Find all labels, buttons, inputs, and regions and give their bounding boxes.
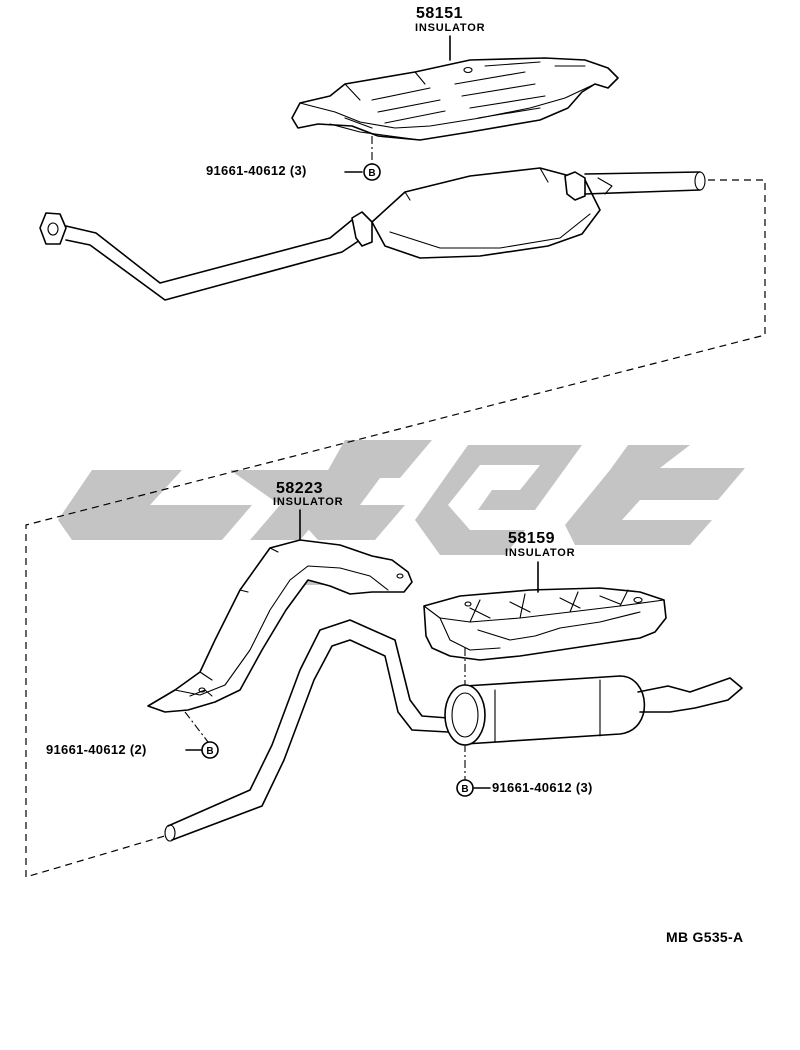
part-number-58159: 58159 bbox=[508, 530, 555, 547]
svg-text:B: B bbox=[368, 168, 375, 179]
insulator-58223-drawing bbox=[147, 539, 413, 713]
front-pipe-drawing bbox=[39, 167, 706, 301]
connection-dashed-line bbox=[25, 179, 766, 878]
watermark-shape-1 bbox=[58, 470, 252, 540]
bolt-part-number: 91661-40612 bbox=[46, 742, 126, 757]
part-number-58151: 58151 bbox=[416, 5, 463, 22]
bolt-quantity: (3) bbox=[575, 780, 593, 795]
tail-pipe-drawing bbox=[164, 619, 743, 842]
svg-text:B: B bbox=[206, 746, 213, 757]
bolt-symbol-3: B bbox=[456, 779, 491, 797]
bolt-label-1: 91661-40612 (3) bbox=[206, 164, 307, 177]
insulator-58159-drawing bbox=[423, 587, 667, 661]
insulator-58151-drawing bbox=[291, 57, 619, 141]
bolt-quantity: (2) bbox=[129, 742, 147, 757]
watermark-shape-6 bbox=[565, 445, 745, 545]
diagram-reference: MB G535-A bbox=[666, 929, 744, 945]
bolt-part-number: 91661-40612 bbox=[492, 780, 572, 795]
part-name-58151: INSULATOR bbox=[415, 22, 486, 34]
bolt-label-3: 91661-40612 (3) bbox=[492, 781, 593, 794]
part-name-58223: INSULATOR bbox=[273, 496, 344, 508]
watermark-shape-3 bbox=[300, 440, 432, 540]
svg-text:B: B bbox=[461, 784, 468, 795]
part-number-58223: 58223 bbox=[276, 480, 323, 497]
part-name-58159: INSULATOR bbox=[505, 547, 576, 559]
bolt-quantity: (3) bbox=[289, 163, 307, 178]
bolt-symbol-2: B bbox=[185, 741, 219, 759]
bolt-symbol-1: B bbox=[344, 163, 381, 181]
bolt-label-2: 91661-40612 (2) bbox=[46, 743, 147, 756]
bolt-part-number: 91661-40612 bbox=[206, 163, 286, 178]
insulator-58223-bolt-centerline bbox=[184, 711, 209, 743]
watermark-shape-5 bbox=[415, 445, 582, 555]
watermark-logo bbox=[58, 440, 745, 585]
